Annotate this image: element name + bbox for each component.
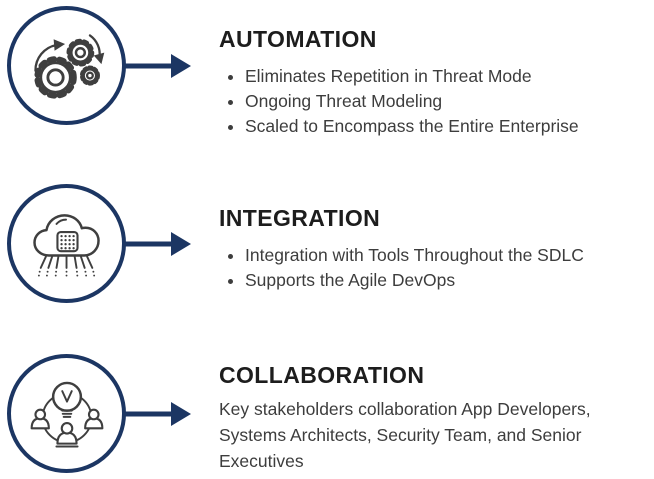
bullet-item: Scaled to Encompass the Entire Enterpris… (245, 114, 654, 139)
section-collaboration: COLLABORATION Key stakeholders collabora… (0, 354, 654, 473)
collaboration-content: COLLABORATION Key stakeholders collabora… (219, 362, 654, 474)
gears-automation-icon (33, 33, 104, 99)
section-title: INTEGRATION (219, 205, 381, 231)
section-title: COLLABORATION (219, 362, 425, 388)
section-automation: AUTOMATION Eliminates Repetition in Thre… (0, 6, 654, 136)
section-integration: INTEGRATION Integration with Tools Throu… (0, 184, 654, 303)
integration-badge (7, 184, 126, 303)
right-arrow-icon (124, 232, 191, 256)
collaboration-brainstorm-icon (30, 381, 103, 448)
section-paragraph: Key stakeholders collaboration App Devel… (219, 399, 591, 471)
bullet-list: Integration with Tools Throughout the SD… (219, 243, 654, 293)
collaboration-badge (7, 354, 126, 473)
integration-content: INTEGRATION Integration with Tools Throu… (219, 205, 654, 293)
bullet-item: Integration with Tools Throughout the SD… (245, 243, 654, 268)
bullet-item: Supports the Agile DevOps (245, 268, 654, 293)
section-title: AUTOMATION (219, 26, 377, 52)
bullet-item: Ongoing Threat Modeling (245, 89, 654, 114)
automation-content: AUTOMATION Eliminates Repetition in Thre… (219, 26, 654, 139)
cloud-integration-icon (32, 213, 100, 276)
right-arrow-icon (124, 402, 191, 426)
bullet-list: Eliminates Repetition in Threat Mode Ong… (219, 64, 654, 139)
bullet-item: Eliminates Repetition in Threat Mode (245, 64, 654, 89)
automation-badge (7, 6, 126, 125)
right-arrow-icon (124, 54, 191, 78)
